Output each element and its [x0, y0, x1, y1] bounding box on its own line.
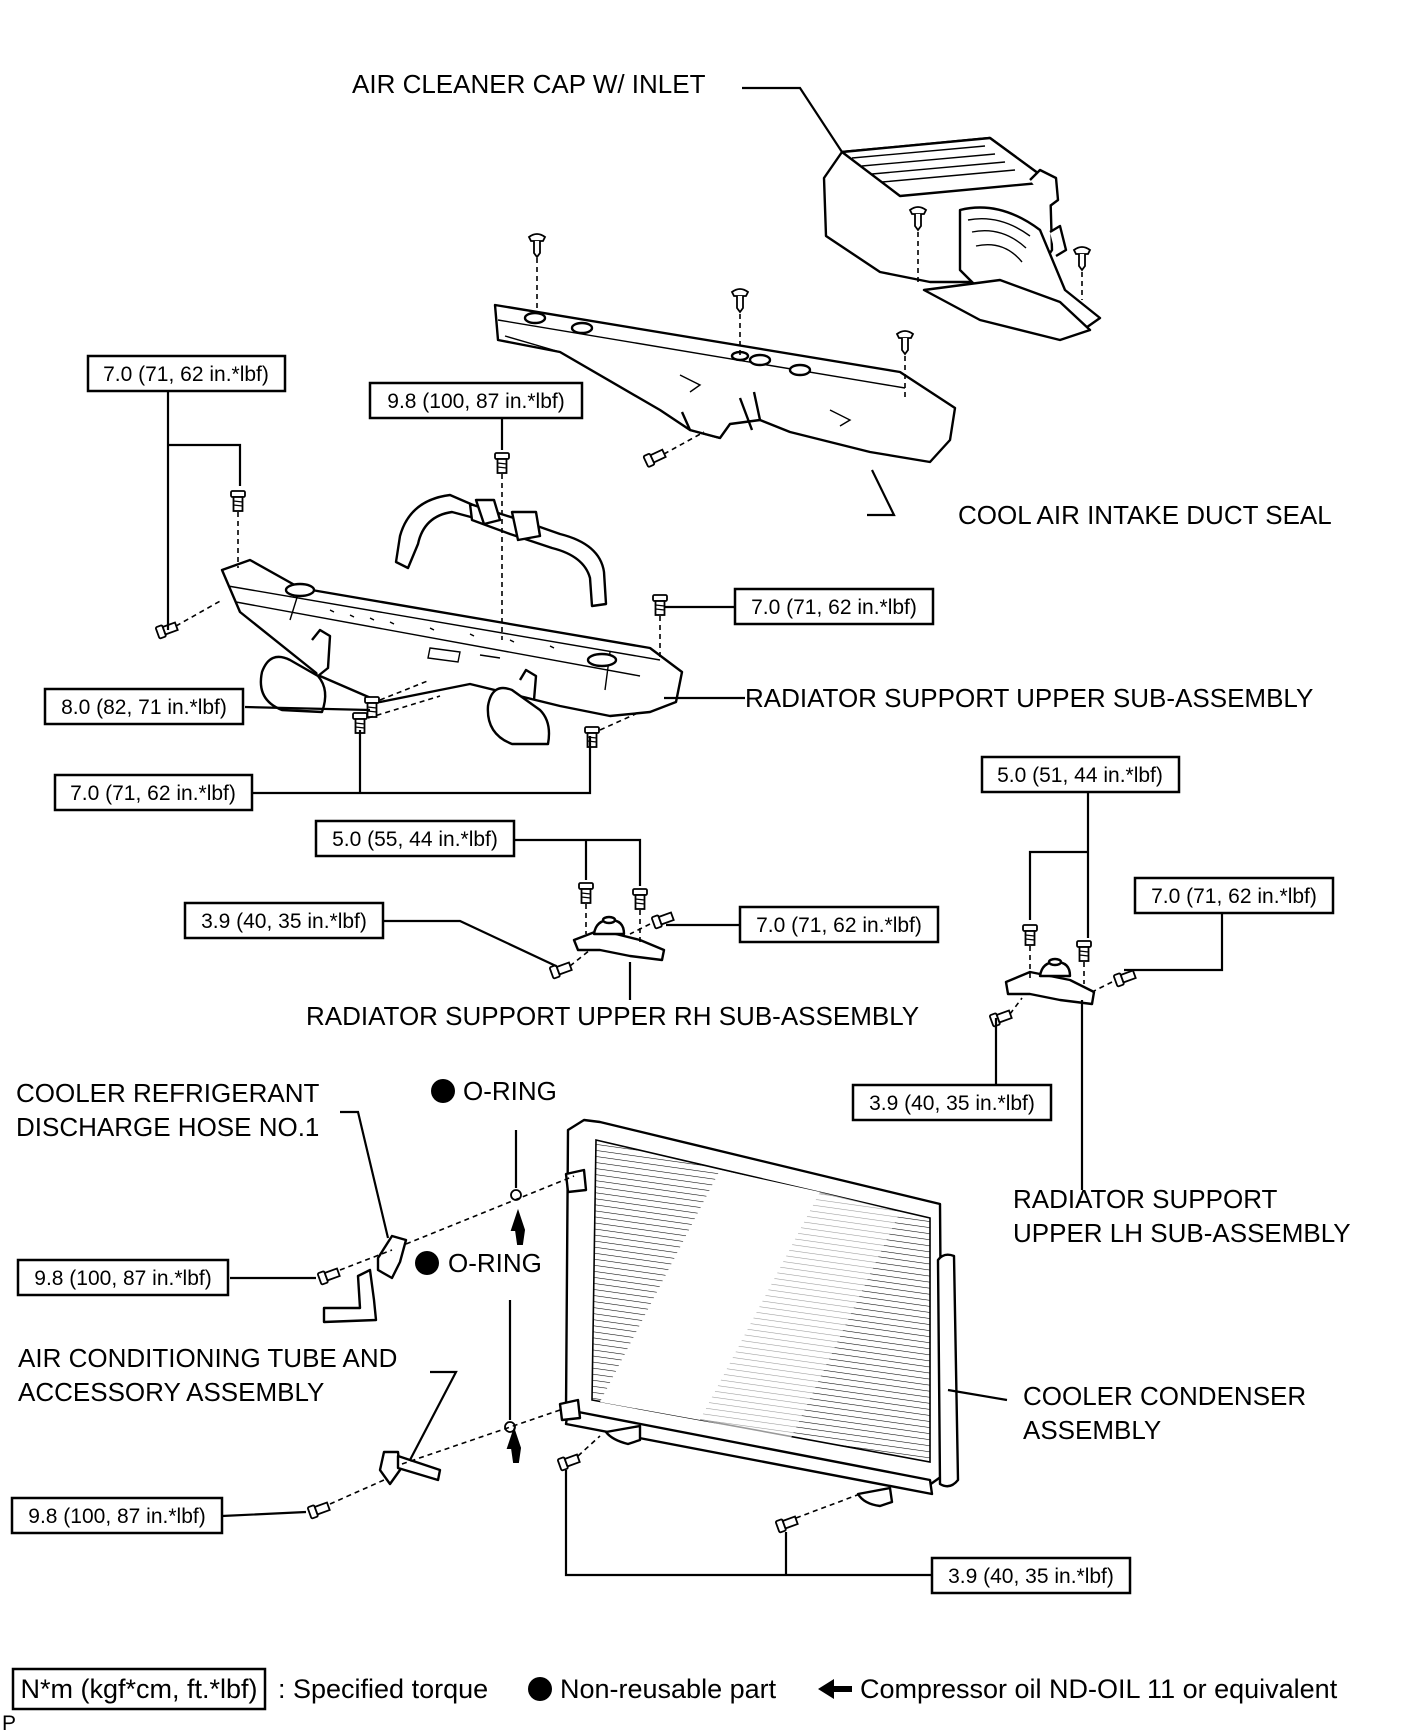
label-ac-tube-1: AIR CONDITIONING TUBE AND [18, 1343, 397, 1373]
o-ring-part-2 [504, 1421, 516, 1433]
duct-clip-3 [896, 330, 914, 355]
support-bolt-2 [494, 452, 510, 474]
lh-bolt-4 [988, 1007, 1014, 1028]
label-radiator-support-lh-1: RADIATOR SUPPORT [1013, 1184, 1277, 1214]
duct-clip-1 [528, 233, 546, 258]
radiator-support-rh-drawing [572, 915, 666, 962]
label-radiator-support-upper: RADIATOR SUPPORT UPPER SUB-ASSEMBLY [745, 683, 1313, 713]
svg-text:7.0 (71, 62 in.*lbf): 7.0 (71, 62 in.*lbf) [1151, 885, 1317, 908]
torque-box-6: 5.0 (51, 44 in.*lbf) [980, 755, 1181, 794]
lh-bolt-2 [1076, 940, 1092, 962]
torque-box-14: 3.9 (40, 35 in.*lbf) [930, 1556, 1132, 1595]
legend-torque-unit: N*m (kgf*cm, ft.*lbf) [20, 1674, 257, 1704]
corner-mark: P [2, 1712, 16, 1734]
torque-box-11: 3.9 (40, 35 in.*lbf) [851, 1083, 1053, 1122]
legend-bullet-icon [528, 1677, 552, 1701]
legend-arrow-icon [818, 1679, 852, 1699]
torque-box-8: 7.0 (71, 62 in.*lbf) [1133, 876, 1335, 915]
o-ring-part-1 [510, 1189, 522, 1201]
cooler-condenser-drawing [558, 1118, 960, 1508]
svg-text:7.0 (71, 62 in.*lbf): 7.0 (71, 62 in.*lbf) [103, 363, 269, 386]
svg-text:3.9 (40, 35 in.*lbf): 3.9 (40, 35 in.*lbf) [948, 1565, 1114, 1588]
support-bolt-1 [230, 490, 246, 512]
label-discharge-hose-2: DISCHARGE HOSE NO.1 [16, 1112, 319, 1142]
svg-text:3.9 (40, 35 in.*lbf): 3.9 (40, 35 in.*lbf) [201, 910, 367, 933]
tube-bolt [306, 1499, 332, 1520]
svg-text:9.8 (100, 87 in.*lbf): 9.8 (100, 87 in.*lbf) [387, 390, 564, 413]
label-o-ring-2: O-RING [448, 1248, 542, 1278]
torque-box-12: 9.8 (100, 87 in.*lbf) [16, 1258, 230, 1297]
torque-box-4: 8.0 (82, 71 in.*lbf) [43, 687, 245, 726]
duct-screw [642, 447, 668, 469]
svg-text:5.0 (55, 44 in.*lbf): 5.0 (55, 44 in.*lbf) [332, 828, 498, 851]
duct-clip-2 [731, 288, 749, 313]
hose-bolt [316, 1265, 342, 1286]
lh-bolt-3 [1112, 967, 1138, 988]
svg-text:9.8 (100, 87 in.*lbf): 9.8 (100, 87 in.*lbf) [34, 1267, 211, 1290]
hose-clamp-drawing [394, 493, 608, 608]
label-condenser-1: COOLER CONDENSER [1023, 1381, 1306, 1411]
discharge-hose-drawing [322, 1234, 408, 1324]
svg-text:8.0 (82, 71 in.*lbf): 8.0 (82, 71 in.*lbf) [61, 696, 227, 719]
o-ring-bullet-2 [415, 1251, 439, 1275]
torque-box-13: 9.8 (100, 87 in.*lbf) [10, 1496, 224, 1535]
rh-bolt-1 [578, 882, 594, 904]
legend-compressor-oil: Compressor oil ND-OIL 11 or equivalent [860, 1674, 1338, 1704]
torque-box-5: 7.0 (71, 62 in.*lbf) [53, 773, 254, 812]
oil-arrow-1 [510, 1208, 526, 1245]
svg-text:7.0 (71, 62 in.*lbf): 7.0 (71, 62 in.*lbf) [70, 782, 236, 805]
o-ring-bullet-1 [431, 1079, 455, 1103]
svg-text:9.8 (100, 87 in.*lbf): 9.8 (100, 87 in.*lbf) [28, 1505, 205, 1528]
svg-text:7.0 (71, 62 in.*lbf): 7.0 (71, 62 in.*lbf) [751, 596, 917, 619]
label-condenser-2: ASSEMBLY [1023, 1415, 1161, 1445]
ac-tube-drawing [378, 1450, 442, 1486]
air-cleaner-cap-drawing [822, 136, 1102, 342]
label-ac-tube-2: ACCESSORY ASSEMBLY [18, 1377, 324, 1407]
label-radiator-support-lh-2: UPPER LH SUB-ASSEMBLY [1013, 1218, 1351, 1248]
air-cleaner-clip-2 [1073, 246, 1091, 271]
torque-box-1: 7.0 (71, 62 in.*lbf) [86, 354, 287, 393]
condenser-bolt-1 [556, 1451, 582, 1472]
lh-bolt-1 [1022, 924, 1038, 946]
svg-text:5.0 (51, 44 in.*lbf): 5.0 (51, 44 in.*lbf) [997, 764, 1163, 787]
rh-bolt-4 [548, 959, 574, 980]
radiator-support-lh-drawing [1004, 957, 1096, 1006]
svg-text:7.0 (71, 62 in.*lbf): 7.0 (71, 62 in.*lbf) [756, 914, 922, 937]
torque-box-7: 5.0 (55, 44 in.*lbf) [314, 819, 516, 858]
legend-torque-desc: : Specified torque [278, 1674, 488, 1704]
condenser-bolt-2 [774, 1513, 800, 1534]
torque-box-9: 3.9 (40, 35 in.*lbf) [183, 901, 385, 940]
rh-bolt-2 [632, 888, 648, 910]
torque-box-3: 7.0 (71, 62 in.*lbf) [733, 587, 935, 626]
legend: N*m (kgf*cm, ft.*lbf) : Specified torque… [11, 1667, 1338, 1711]
radiator-support-upper-drawing [220, 558, 684, 746]
label-cool-air-intake-duct-seal: COOL AIR INTAKE DUCT SEAL [958, 500, 1332, 530]
oil-arrow-2 [506, 1426, 522, 1463]
torque-box-2: 9.8 (100, 87 in.*lbf) [368, 381, 584, 420]
svg-text:3.9 (40, 35 in.*lbf): 3.9 (40, 35 in.*lbf) [869, 1092, 1035, 1115]
legend-non-reusable: Non-reusable part [560, 1674, 777, 1704]
support-bolt-3 [652, 594, 668, 616]
torque-box-10: 7.0 (71, 62 in.*lbf) [738, 905, 940, 944]
label-o-ring-1: O-RING [463, 1076, 557, 1106]
label-air-cleaner-cap: AIR CLEANER CAP W/ INLET [352, 69, 706, 99]
label-discharge-hose-1: COOLER REFRIGERANT [16, 1078, 319, 1108]
leaders [166, 86, 1224, 1577]
support-bolt-7 [584, 726, 600, 748]
label-radiator-support-rh: RADIATOR SUPPORT UPPER RH SUB-ASSEMBLY [306, 1001, 919, 1031]
cool-air-intake-duct-seal-drawing [493, 303, 957, 464]
